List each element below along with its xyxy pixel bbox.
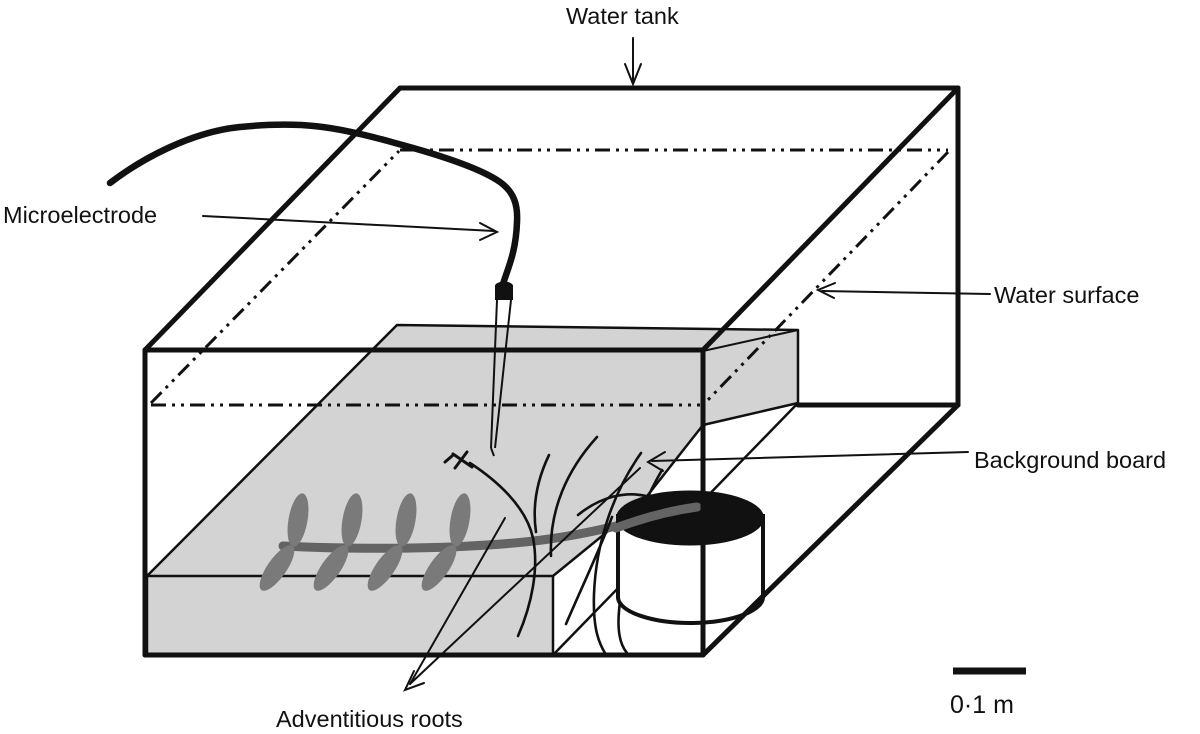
leaf — [449, 493, 471, 547]
arrow-shaft — [821, 290, 991, 295]
water-surface-left-wall-line — [149, 149, 401, 405]
microelectrode-arrow — [202, 215, 500, 241]
microelectrode — [106, 121, 521, 470]
arrow-shaft — [651, 451, 969, 462]
water-tank-arrow — [624, 37, 642, 87]
microelectrode-needle-left-side — [490, 299, 498, 449]
label-water-surface: Water surface — [994, 282, 1139, 308]
leaf — [395, 493, 417, 547]
water-surface-arrow — [815, 282, 991, 299]
label-water-tank: Water tank — [566, 3, 679, 29]
label-background-board: Background board — [974, 447, 1166, 473]
annotation-arrows — [202, 37, 991, 692]
x-mark-stroke — [443, 454, 454, 464]
adventitious-root — [576, 493, 652, 517]
arrow-head — [479, 222, 500, 241]
microelectrode-needle-tip — [490, 447, 495, 457]
water-surface-lines — [149, 148, 950, 407]
background-board-top-right-edge — [702, 329, 799, 352]
plant-leaves — [259, 493, 471, 591]
tank-bottom-right-receding-edge — [700, 402, 961, 658]
pot — [611, 490, 766, 626]
microelectrode-holder-body — [495, 285, 513, 300]
label-microelectrode: Microelectrode — [3, 202, 157, 228]
arrow-shaft — [202, 215, 495, 232]
arrow-head — [624, 63, 642, 87]
leaf — [341, 493, 363, 547]
leaf — [287, 493, 309, 547]
microelectrode-cable — [106, 121, 521, 288]
tank-right-top-receding-edge — [700, 85, 961, 353]
leaf — [367, 545, 403, 591]
pot-body — [616, 514, 766, 626]
adventitious-root — [564, 515, 614, 626]
plant-rhizome-over-pot-rim — [611, 502, 702, 533]
adventitious-root — [549, 435, 599, 558]
plant — [259, 493, 702, 591]
adventitious-root-measured — [468, 461, 537, 638]
adventitious-root — [533, 453, 551, 534]
leaf — [259, 545, 295, 591]
arrow-head — [403, 670, 425, 692]
adventitious-roots-arrows — [403, 467, 641, 692]
measurement-point-x-mark — [443, 450, 474, 470]
leaf — [313, 545, 349, 591]
arrow-shaft — [409, 517, 506, 685]
arrow-head — [646, 451, 666, 472]
microelectrode-needle — [490, 299, 512, 457]
label-adventitious-roots: Adventitious roots — [276, 706, 463, 732]
x-mark-stroke — [453, 450, 469, 470]
pot-top-opening — [616, 490, 764, 546]
scale-bar-label: 0·1 m — [950, 691, 1014, 719]
leaf — [421, 545, 457, 591]
background-board-arrow — [646, 451, 969, 472]
arrow-shaft — [409, 467, 641, 685]
microelectrode-needle-right-side — [494, 299, 512, 449]
scale-bar: 0·1 m — [950, 667, 1026, 719]
arrow-head — [815, 282, 836, 299]
